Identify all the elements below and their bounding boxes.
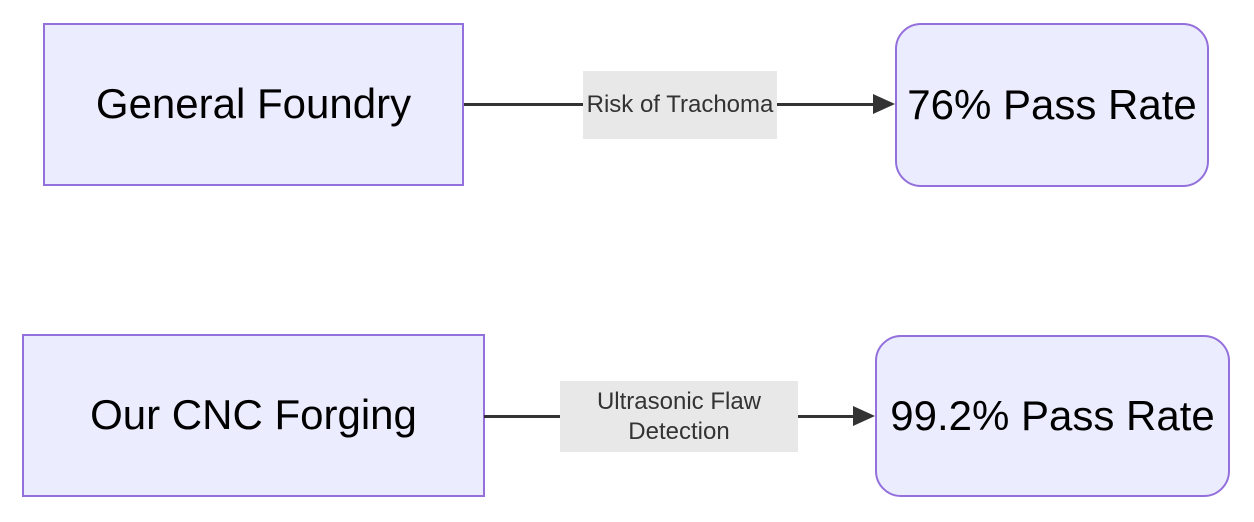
our-cnc-forging-node: Our CNC Forging <box>22 334 485 497</box>
edge-label-ultrasonic-flaw-detection: Ultrasonic Flaw Detection <box>560 381 798 452</box>
general-foundry-node: General Foundry <box>43 23 464 186</box>
pass-rate-76-label: 76% Pass Rate <box>907 80 1197 128</box>
arrowhead-icon-1 <box>873 94 895 114</box>
edge-label-risk-of-trachoma: Risk of Trachoma <box>583 71 777 139</box>
pass-rate-99-2-label: 99.2% Pass Rate <box>890 391 1215 439</box>
arrowhead-icon-2 <box>853 406 875 426</box>
general-foundry-label: General Foundry <box>95 80 412 128</box>
pass-rate-76-node: 76% Pass Rate <box>895 23 1209 187</box>
our-cnc-forging-label: Our CNC Forging <box>90 391 417 439</box>
pass-rate-99-2-node: 99.2% Pass Rate <box>875 335 1230 497</box>
